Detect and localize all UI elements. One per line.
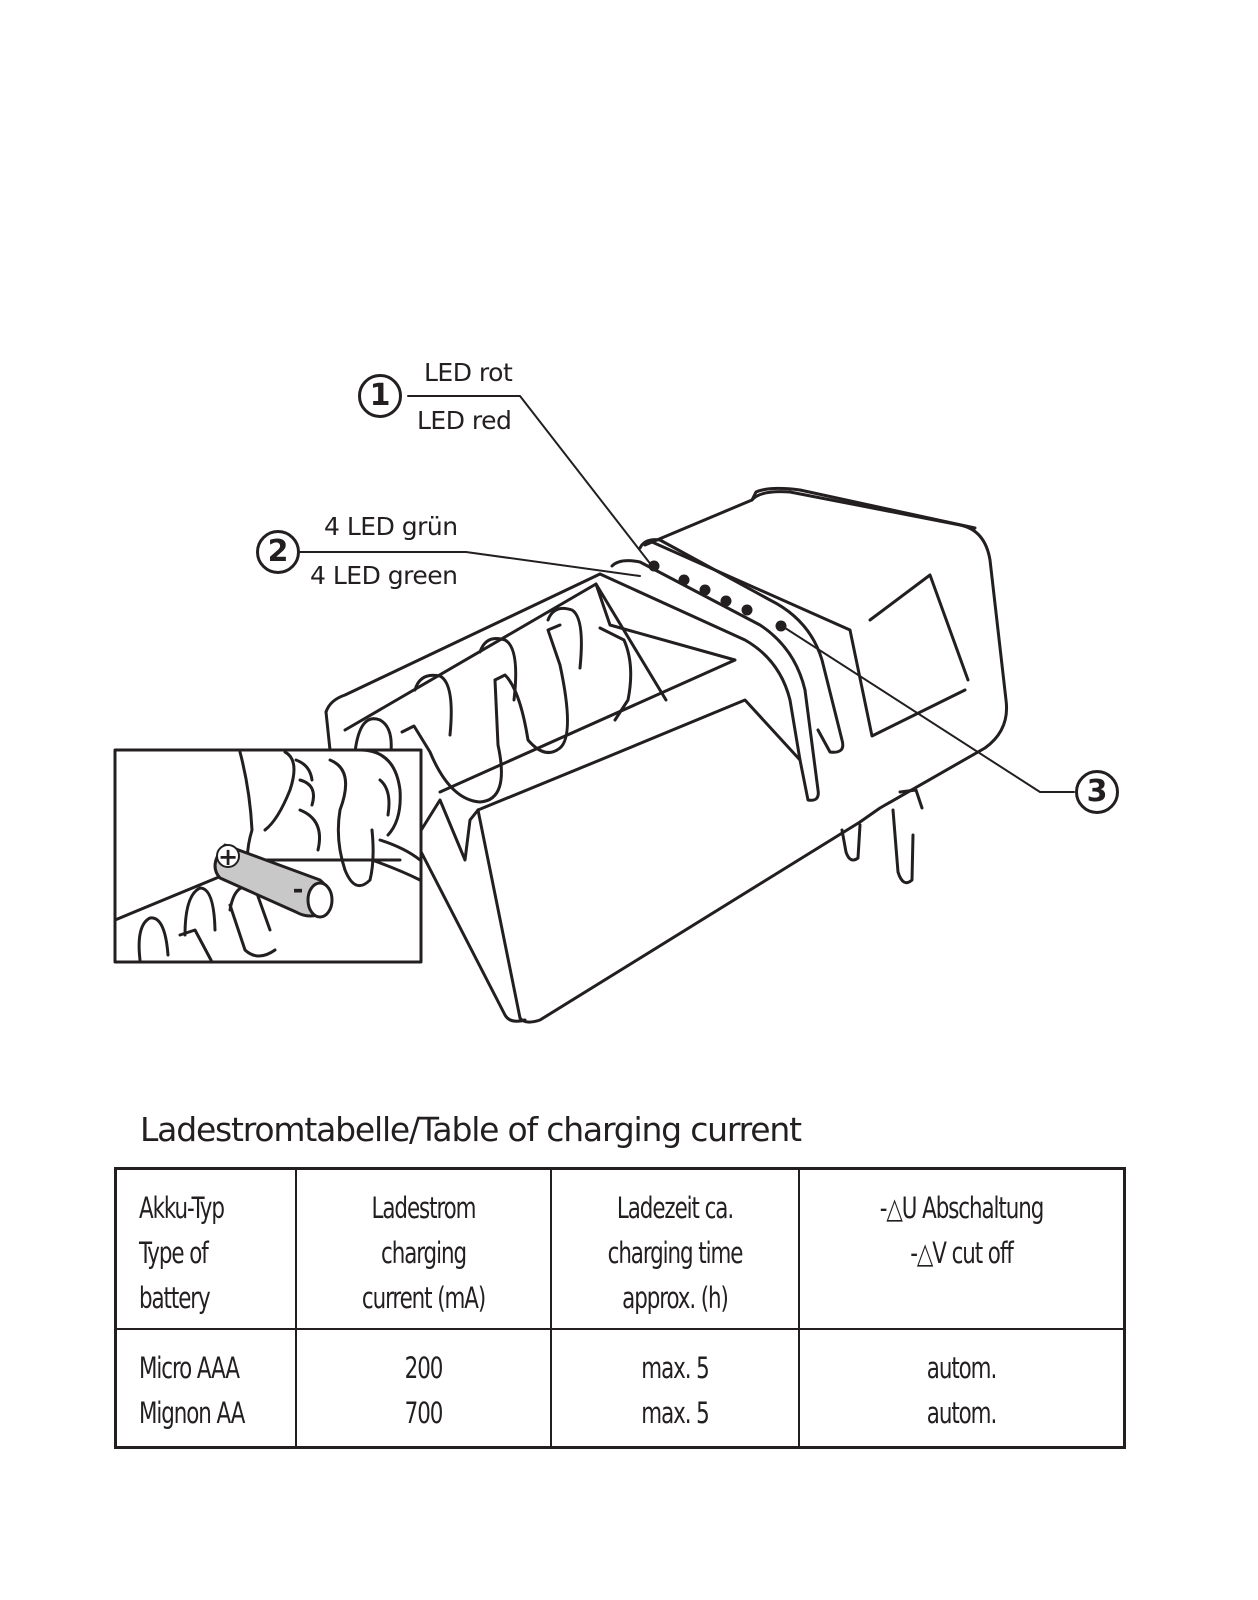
header-line: Ladestrom [371,1191,477,1225]
led-strip [598,538,845,802]
battery-plus-label: + [218,843,238,871]
charger-front-body [324,572,862,1024]
callout-2-number: 2 [256,530,300,574]
header-line: current (mA) [361,1281,486,1315]
cell-line: max. 5 [641,1351,709,1385]
cell-line: autom. [926,1396,997,1430]
callout-1-label-en: LED red [417,406,512,435]
header-line: -△U Abschaltung [879,1191,1045,1225]
led-red-dot [648,560,660,572]
charging-current-table: Akku-Typ Type of battery Ladestrom charg… [114,1167,1126,1449]
cell-line: 200 [404,1351,444,1385]
led-dot [775,620,787,632]
charger-illustration: + - [113,395,1075,1024]
inset-detail: + - [113,748,423,964]
callout-2-label-de: 4 LED grün [324,512,458,541]
cell-line: Mignon AA [139,1396,245,1430]
battery-minus-label: - [293,875,304,905]
header-cut-off: -△U Abschaltung -△V cut off [798,1167,1126,1330]
leader-lines [299,395,1075,793]
header-line: -△V cut off [910,1236,1014,1270]
table-caption: Ladestromtabelle/Table of charging curre… [140,1110,802,1149]
cell-charging-time: max. 5 max. 5 [550,1328,800,1449]
callout-2-label-en: 4 LED green [310,561,458,590]
cell-charging-current: 200 700 [295,1328,552,1449]
cell-line: autom. [926,1351,997,1385]
callout-3-number: 3 [1075,770,1119,814]
callout-1-label-de: LED rot [424,358,513,387]
cell-line: 700 [404,1396,444,1430]
led-green-dot [678,574,690,586]
header-line: battery [139,1281,211,1315]
header-line: charging time [607,1236,744,1270]
header-line: Akku-Typ [139,1191,225,1225]
callout-1-number: 1 [358,374,402,418]
header-line: Type of [139,1236,209,1270]
header-charging-current: Ladestrom charging current (mA) [295,1167,552,1330]
header-charging-time: Ladezeit ca. charging time approx. (h) [550,1167,800,1330]
cell-line: max. 5 [641,1396,709,1430]
plug-pins [840,788,924,885]
cell-battery-type: Micro AAA Mignon AA [114,1328,297,1449]
header-line: Ladezeit ca. [616,1191,734,1225]
cell-line: Micro AAA [139,1351,240,1385]
cell-cut-off: autom. autom. [798,1328,1126,1449]
table-header-row: Akku-Typ Type of battery Ladestrom charg… [114,1167,1126,1330]
led-green-dot [720,595,732,607]
led-dots [648,560,787,632]
led-green-dot [741,604,753,616]
header-battery-type: Akku-Typ Type of battery [114,1167,297,1330]
charger-rear-housing [643,486,1009,824]
battery-icon: + - [213,843,334,919]
battery-compartment [343,582,737,804]
header-line: approx. (h) [622,1281,729,1315]
table-body-row: Micro AAA Mignon AA 200 700 max. 5 max. … [114,1328,1126,1449]
led-green-dot [699,584,711,596]
header-line: charging [381,1236,467,1270]
